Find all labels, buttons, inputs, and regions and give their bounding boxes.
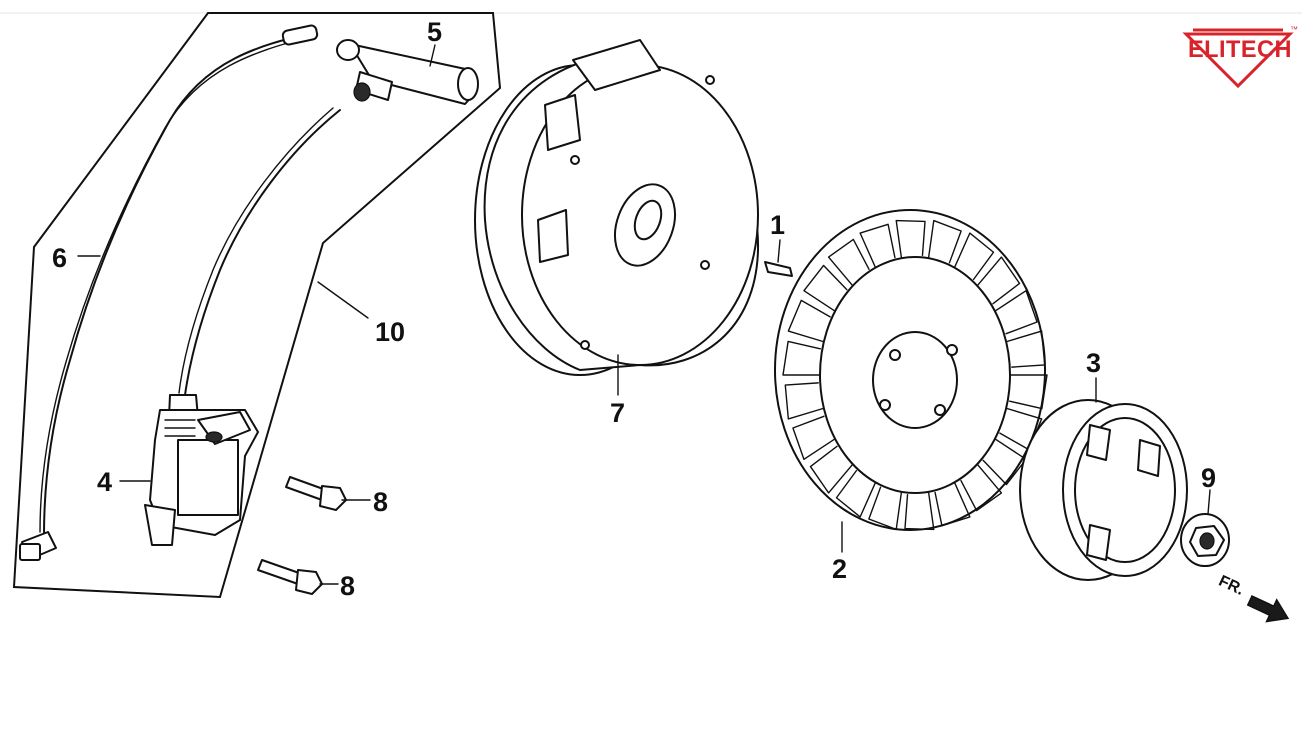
- stop-switch-wire[interactable]: [19, 24, 319, 561]
- fan-blade: [784, 382, 825, 420]
- callout-1: 1: [770, 210, 785, 240]
- fan-blade: [809, 445, 854, 494]
- fan-blade: [787, 299, 831, 343]
- fan-blade: [1005, 330, 1046, 368]
- cooling-fan[interactable]: [774, 209, 1048, 531]
- fan-blade: [976, 256, 1021, 305]
- fan-blade: [982, 438, 1027, 486]
- elitech-logo: ELITECH ™: [1182, 25, 1298, 89]
- fan-blade: [1008, 374, 1048, 410]
- flywheel-key[interactable]: [764, 261, 793, 277]
- fan-blade: [792, 415, 836, 461]
- logo-wordmark: ELITECH: [1188, 36, 1292, 63]
- fan-blade: [859, 223, 896, 269]
- fan-blade: [960, 463, 1003, 512]
- logo-triangle-icon: [1182, 32, 1294, 89]
- fan-blade: [927, 219, 962, 264]
- high-tension-lead: [178, 107, 341, 396]
- callout-8-upper: 8: [373, 487, 388, 517]
- assembly-enclosure: [12, 12, 502, 599]
- fan-blade: [782, 340, 822, 376]
- logo-trademark: ™: [1290, 25, 1298, 34]
- spark-plug-cap[interactable]: [336, 39, 479, 105]
- front-direction-marker: FR.: [1216, 573, 1290, 623]
- callout-2: 2: [832, 554, 847, 584]
- callout-5: 5: [427, 17, 442, 47]
- callout-6: 6: [52, 243, 67, 273]
- fan-blade: [827, 238, 870, 287]
- fan-blade: [835, 469, 877, 518]
- ignition-coil[interactable]: [144, 394, 259, 546]
- callout-7: 7: [610, 398, 625, 428]
- fan-blade: [934, 481, 971, 527]
- callout-9: 9: [1201, 463, 1216, 493]
- flange-bolt-lower[interactable]: [257, 559, 323, 595]
- callout-8-lower: 8: [340, 571, 355, 601]
- fan-blade: [868, 486, 903, 531]
- starter-pulley[interactable]: [1019, 399, 1188, 581]
- fan-blade: [953, 232, 995, 281]
- callout-10: 10: [375, 317, 405, 347]
- fan-blade: [904, 491, 935, 531]
- front-arrow-icon: [1246, 595, 1290, 623]
- callout-4: 4: [97, 467, 112, 497]
- fan-blade: [803, 264, 848, 312]
- fan-blade: [895, 219, 926, 259]
- flywheel[interactable]: [474, 39, 760, 376]
- callout-3: 3: [1086, 348, 1101, 378]
- fan-blade: [994, 289, 1038, 335]
- flange-nut[interactable]: [1180, 513, 1230, 567]
- front-direction-label: FR.: [1216, 573, 1247, 599]
- flange-bolt-upper[interactable]: [285, 476, 347, 511]
- leader-lines: [77, 44, 1211, 585]
